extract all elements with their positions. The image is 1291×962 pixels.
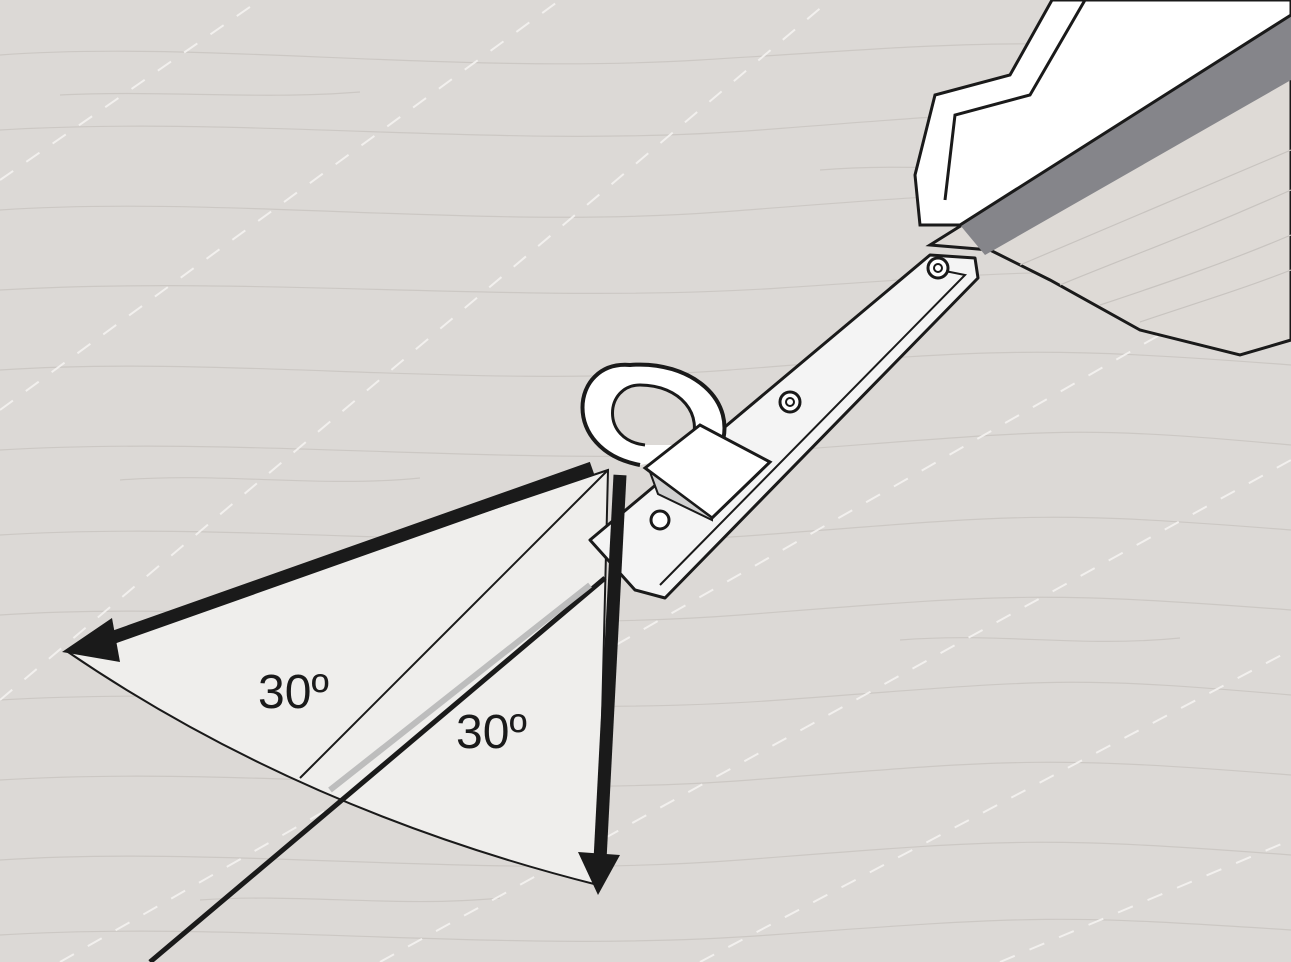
roof-parapet-icon — [913, 0, 1291, 357]
parapet-face — [913, 0, 1291, 227]
parapet-band — [960, 15, 1291, 255]
angle-label-left: 30º — [258, 666, 329, 719]
angle-label-right: 30º — [456, 706, 527, 759]
angle-sector — [65, 468, 610, 962]
force-arrow-icon — [62, 461, 627, 895]
tether-line — [148, 576, 607, 962]
bisector-line — [299, 469, 609, 779]
d-ring-anchor-icon — [580, 362, 773, 522]
force-arrow-down — [593, 474, 627, 861]
anchor-plate-icon — [588, 253, 980, 600]
force-arrow-left — [97, 461, 595, 649]
